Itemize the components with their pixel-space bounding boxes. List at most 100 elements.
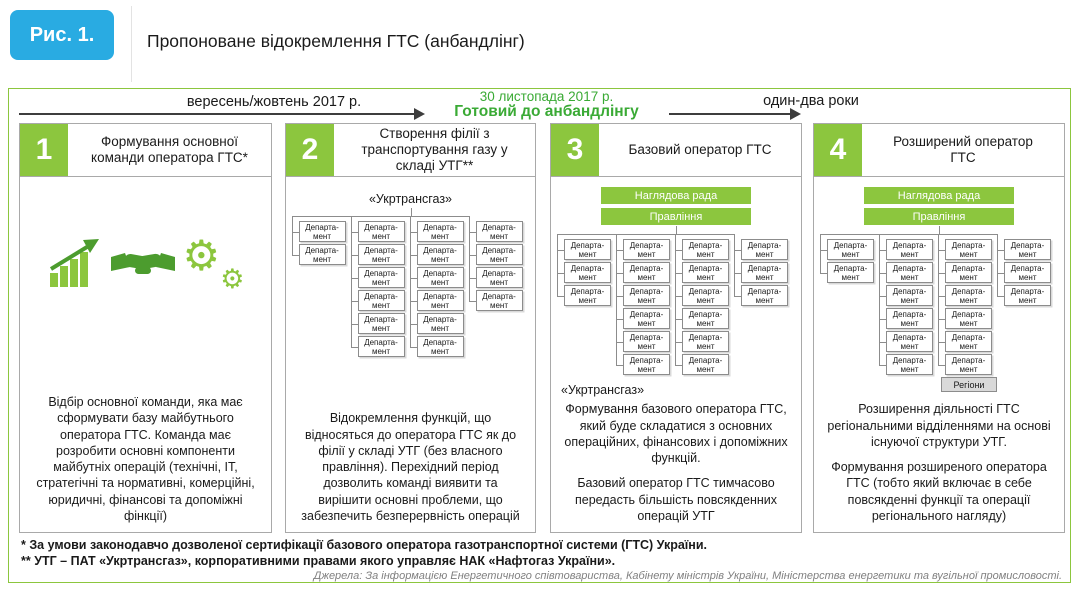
department-box: Департа- мент [675,331,729,352]
timeline-date: 30 листопада 2017 р. [479,89,614,104]
timeline-label-center: 30 листопада 2017 р. Готовий до анбандлі… [424,89,669,121]
figure-frame: вересень/жовтень 2017 р. 30 листопада 20… [8,88,1071,583]
figure-number-badge: Рис. 1. [10,10,114,60]
connector-line [291,216,470,217]
panel-title: Створення філії з транспортування газу у… [361,126,508,173]
supervisory-board-box: Наглядова рада [864,187,1014,204]
department-box: Департа- мент [997,285,1051,306]
department-box: Департа- мент [820,239,874,260]
panel-body-text: Розширення діяльності ГТС регіональними … [827,402,1051,449]
page-title: Пропоноване відокремлення ГТС (анбандлін… [147,31,525,51]
ukrtransgaz-label: «Укртрансгаз» [561,383,645,397]
department-box: Департа- мент [616,262,670,283]
panel-body-text: Формування розширеного оператора ГТС (то… [831,460,1047,523]
department-box: Департа- мент [879,285,933,306]
handshake-icon [110,253,175,274]
department-box: Департа- мент [350,313,405,334]
panel-step-3: 3 Базовий оператор ГТС Наглядова рада Пр… [550,123,802,533]
department-box: Департа- мент [879,354,933,375]
department-box: Департа- мент [997,262,1051,283]
panel-body-text: Відбір основної команди, яка має сформув… [36,395,255,523]
header-divider [131,6,132,82]
department-box: Департа- мент [879,262,933,283]
timeline-label-right: один-два роки [763,93,859,109]
supervisory-board-box: Наглядова рада [601,187,751,204]
department-box: Департа- мент [997,239,1051,260]
panel-header: 1 Формування основної команди оператора … [20,124,271,177]
footnote-2: ** УТГ – ПАТ «Укртрансгаз», корпоративни… [21,554,616,568]
department-box: Департа- мент [938,285,992,306]
department-box: Департа- мент [675,308,729,329]
panel-title: Базовий оператор ГТС [628,142,772,158]
department-box: Департа- мент [938,262,992,283]
department-box: Департа- мент [879,331,933,352]
figure-label: Рис. 1. [29,23,95,46]
department-box: Департа- мент [291,244,346,265]
department-box: Департа- мент [409,267,464,288]
connector-line [939,226,940,234]
department-box: Департа- мент [938,239,992,260]
connector-line [820,234,998,235]
department-box: Департа- мент [879,308,933,329]
step-number-badge: 4 [814,124,862,176]
department-box: Департа- мент [409,313,464,334]
step-number-badge: 1 [20,124,68,176]
department-box: Департа- мент [409,336,464,357]
department-box: Департа- мент [468,221,523,242]
step-number-badge: 3 [551,124,599,176]
department-box: Департа- мент [675,239,729,260]
panel-step-2: 2 Створення філії з транспортування газу… [285,123,536,533]
icons-row: ⚙ ⚙ [49,235,245,293]
timeline-line [19,113,415,115]
management-board-box: Правління [864,208,1014,225]
department-box: Департа- мент [409,244,464,265]
panel-step-4: 4 Розширений оператор ГТС Наглядова рада… [813,123,1065,533]
growth-chart-icon [49,239,99,287]
source-note: Джерела: За інформацією Енергетичного сп… [313,570,1062,582]
connector-line [557,234,735,235]
arrowhead-icon [790,108,801,120]
department-box: Департа- мент [557,285,611,306]
department-box: Департа- мент [468,290,523,311]
governance-boxes: Наглядова рада Правління [864,187,1014,225]
department-box: Департа- мент [468,244,523,265]
panel-title: Формування основної команди оператора ГТ… [91,134,248,165]
department-box: Департа- мент [291,221,346,242]
panel-body-text: Базовий оператор ГТС тимчасово передасть… [574,476,778,523]
department-box: Департа- мент [557,239,611,260]
panel-header: 4 Розширений оператор ГТС [814,124,1064,177]
department-box: Департа- мент [350,244,405,265]
department-box: Департа- мент [557,262,611,283]
department-box: Департа- мент [616,331,670,352]
department-box: Департа- мент [938,308,992,329]
governance-boxes: Наглядова рада Правління [601,187,751,225]
department-box: Департа- мент [675,285,729,306]
department-box: Департа- мент [938,354,992,375]
panel-body-text: Формування базового оператора ГТС, який … [564,402,788,465]
department-box: Департа- мент [675,354,729,375]
department-box: Департа- мент [734,262,788,283]
arrowhead-icon [414,108,425,120]
department-box: Департа- мент [879,239,933,260]
department-box: Департа- мент [350,267,405,288]
department-box: Департа- мент [350,221,405,242]
department-box: Департа- мент [820,262,874,283]
connector-line [676,226,677,234]
department-box: Департа- мент [734,285,788,306]
timeline-label-left: вересень/жовтень 2017 р. [186,94,362,110]
